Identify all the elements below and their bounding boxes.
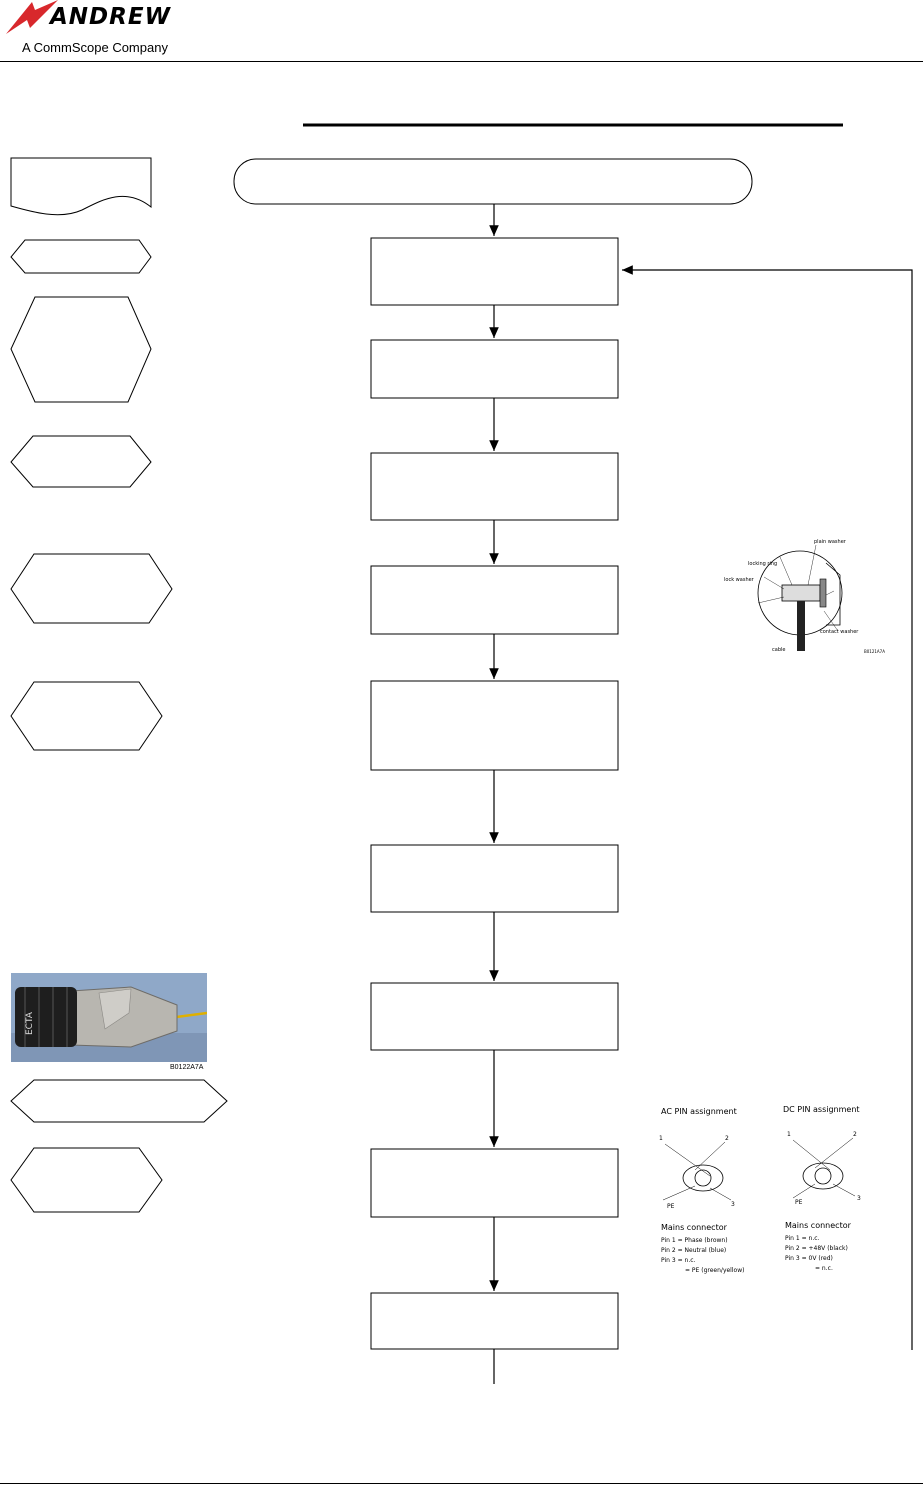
- ac-pin-3: 3: [731, 1201, 735, 1208]
- dc-pin-2: 2: [853, 1131, 857, 1138]
- photo-caption: B0122A7A: [170, 1064, 204, 1071]
- photo-label: ECTA: [25, 1011, 35, 1035]
- dc-pin-line-4: = n.c.: [815, 1265, 833, 1272]
- ac-pin-line-2: Pin 2 = Neutral (blue): [661, 1247, 726, 1254]
- ac-pin-title: AC PIN assignment: [661, 1107, 737, 1116]
- process-box-5: [370, 680, 619, 771]
- label-locking-ring: locking ring: [748, 561, 777, 567]
- hexagon-shape-3: [10, 435, 152, 488]
- brand-tagline: A CommScope Company: [22, 40, 168, 55]
- label-contact-washer: contact washer: [820, 629, 859, 635]
- process-box-6: [370, 844, 619, 913]
- ac-pin-line-1: Pin 1 = Phase (brown): [661, 1237, 728, 1244]
- dc-pin-line-3: Pin 3 = 0V (red): [785, 1255, 833, 1262]
- label-cable: cable: [772, 647, 785, 653]
- ac-pin-line-4: = PE (green/yellow): [685, 1267, 744, 1274]
- ac-pin-line-3: Pin 3 = n.c.: [661, 1257, 696, 1264]
- brand-name: ANDREW: [50, 4, 171, 30]
- header-rule: [0, 61, 923, 62]
- label-plain-washer: plain washer: [814, 539, 847, 545]
- ac-mains-connector: Mains connector: [661, 1223, 728, 1232]
- hexagon-shape-4: [10, 553, 173, 624]
- hexagon-shape-5: [10, 681, 163, 751]
- andrew-logo-bolt-icon: [6, 0, 58, 34]
- dc-pin-3: 3: [857, 1195, 861, 1202]
- connector-photo: ECTA: [11, 973, 207, 1062]
- dc-pin-pe: PE: [795, 1199, 803, 1206]
- hexagon-shape-2: [10, 296, 152, 403]
- hexagon-shape-6: [10, 1079, 228, 1123]
- dc-pin-title: DC PIN assignment: [783, 1105, 860, 1114]
- process-box-9: [370, 1292, 619, 1350]
- dc-pin-line-2: Pin 2 = +48V (black): [785, 1245, 848, 1252]
- process-box-8: [370, 1148, 619, 1218]
- start-terminator: [233, 158, 753, 205]
- process-box-2: [370, 339, 619, 399]
- process-box-3: [370, 452, 619, 521]
- connector-diagram: plain washer locking ring lock washer co…: [724, 539, 885, 654]
- ac-pin-pe: PE: [667, 1203, 675, 1210]
- hexagon-shape-1: [10, 239, 152, 274]
- dc-mains-connector: Mains connector: [785, 1221, 852, 1230]
- pin-assignment-diagram: AC PIN assignment 1 2 3 PE Mains connect…: [659, 1105, 861, 1274]
- label-lock-washer: lock washer: [724, 577, 755, 583]
- hexagon-shape-7: [10, 1147, 163, 1213]
- dc-pin-line-1: Pin 1 = n.c.: [785, 1235, 820, 1242]
- loop-back-arrow: [622, 265, 913, 1350]
- process-box-1: [370, 237, 619, 306]
- dc-pin-1: 1: [787, 1131, 791, 1138]
- ac-pin-1: 1: [659, 1135, 663, 1142]
- footer-rule: [0, 1483, 923, 1484]
- diagram-caption: B0121A7A: [864, 649, 885, 654]
- process-box-4: [370, 565, 619, 635]
- ac-pin-2: 2: [725, 1135, 729, 1142]
- process-box-7: [370, 982, 619, 1051]
- document-shape: [10, 157, 152, 216]
